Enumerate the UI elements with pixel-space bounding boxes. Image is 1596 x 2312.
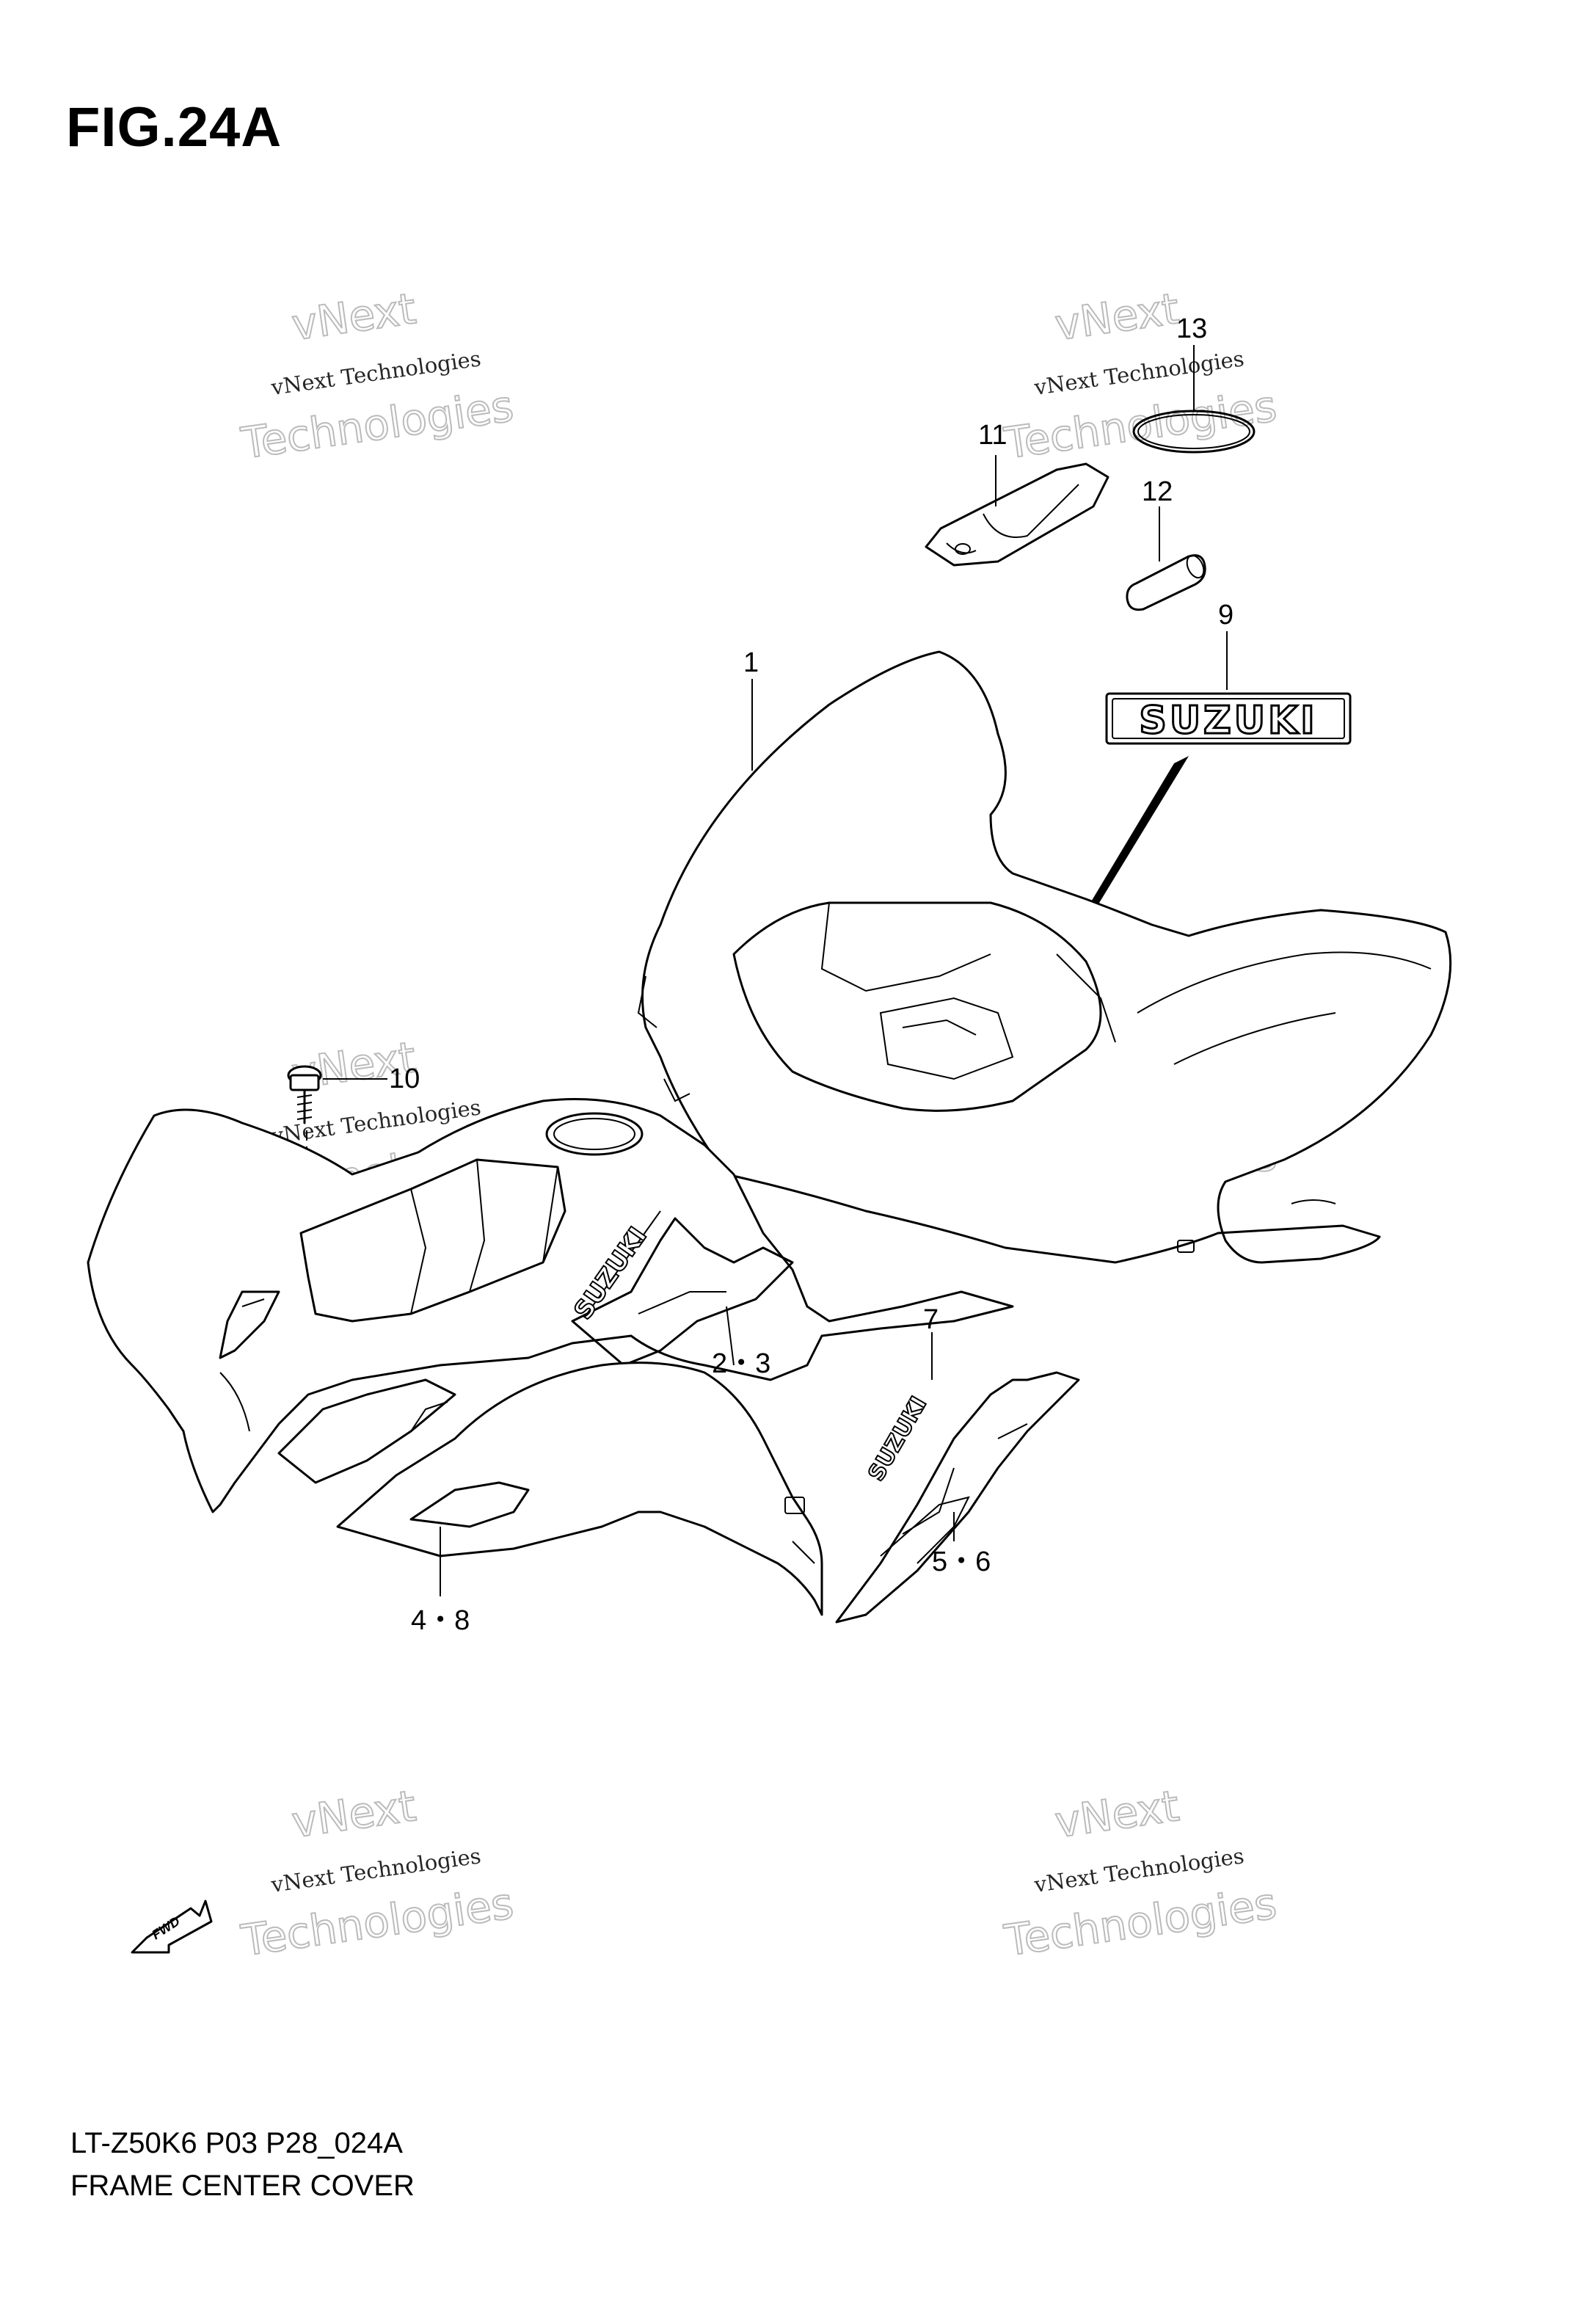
emblem-text: SUZUKI — [1139, 699, 1317, 743]
callout-4-8: 4・8 — [411, 1605, 470, 1636]
watermark-bottom-right: vNext vNext Technologies Technologies — [1000, 1780, 1280, 1966]
part-5-side-decal: SUZUKI — [835, 1332, 1080, 1624]
fwd-arrow-icon: FWD — [131, 1900, 213, 1954]
figure-code: LT-Z50K6 P03 P28_024A — [70, 2127, 403, 2159]
watermark-bottom-left: vNext vNext Technologies Technologies — [237, 1780, 517, 1966]
part-4-front-cover — [277, 1362, 823, 1616]
watermark-top-left: vNext vNext Technologies Technologies — [237, 283, 517, 469]
callout-9: 9 — [1218, 600, 1234, 630]
svg-text:vNext: vNext — [289, 1781, 419, 1847]
callout-5-6: 5・6 — [932, 1546, 991, 1577]
decal-logo-text: SUZUKI — [864, 1392, 933, 1486]
part-1-rear-fender — [637, 650, 1452, 1264]
callout-1: 1 — [743, 647, 759, 678]
svg-text:vNext: vNext — [289, 283, 419, 350]
callout-11: 11 — [978, 420, 1007, 451]
part-11-cover — [925, 455, 1109, 567]
watermark-top-right: vNext vNext Technologies Technologies — [1000, 283, 1280, 469]
svg-text:vNext: vNext — [1052, 283, 1182, 350]
figure-name: FRAME CENTER COVER — [70, 2170, 415, 2202]
part-9-emblem: SUZUKI — [1086, 631, 1352, 910]
callout-2-3: 2・3 — [712, 1348, 770, 1379]
figure-title: FIG.24A — [66, 96, 283, 159]
svg-text:vNext: vNext — [1052, 1781, 1182, 1847]
callout-13: 13 — [1176, 313, 1207, 344]
callout-7: 7 — [923, 1304, 939, 1335]
part-12-pin — [1126, 506, 1206, 611]
callout-10: 10 — [389, 1064, 420, 1094]
callout-12: 12 — [1142, 476, 1173, 507]
part-13-o-ring — [1132, 345, 1256, 454]
front-fender-assembly: SUZUKI — [87, 1098, 1014, 1513]
